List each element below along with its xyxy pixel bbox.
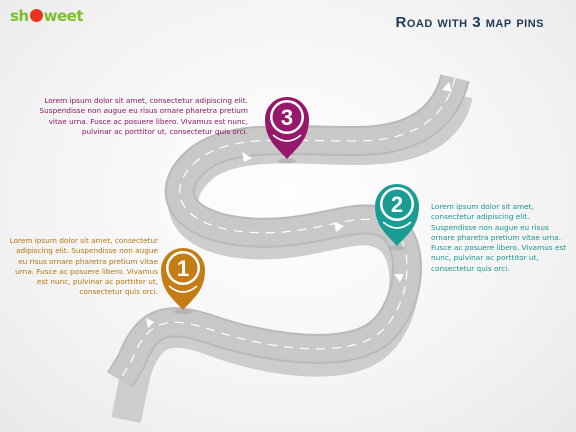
map-pin-3: 3 [265, 97, 309, 164]
slide-title: Road with 3 map pins [395, 14, 544, 31]
arrow-3 [394, 274, 404, 282]
pin-3-description: Lorem ipsum dolor sit amet, consectetur … [39, 96, 248, 136]
pin-1-number: 1 [177, 256, 189, 281]
pin-2-number: 2 [391, 192, 403, 217]
map-pin-2: 2 [375, 184, 419, 251]
road-arrows [146, 82, 452, 328]
arrow-1 [146, 318, 154, 328]
pin-3-number: 3 [281, 105, 293, 130]
logo-text-end: weet [43, 7, 84, 25]
arrow-2 [334, 222, 344, 232]
map-pin-1: 1 [161, 248, 205, 315]
pin-2-description: Lorem ipsum dolor sit amet, consectetur … [431, 202, 567, 273]
arrow-5 [442, 82, 452, 92]
arrow-4 [242, 152, 252, 162]
logo-text-start: sh [10, 7, 29, 25]
pin-1-description: Lorem ipsum dolor sit amet, consectetur … [9, 236, 158, 297]
logo-dot [29, 9, 43, 22]
road-surface [107, 73, 470, 388]
